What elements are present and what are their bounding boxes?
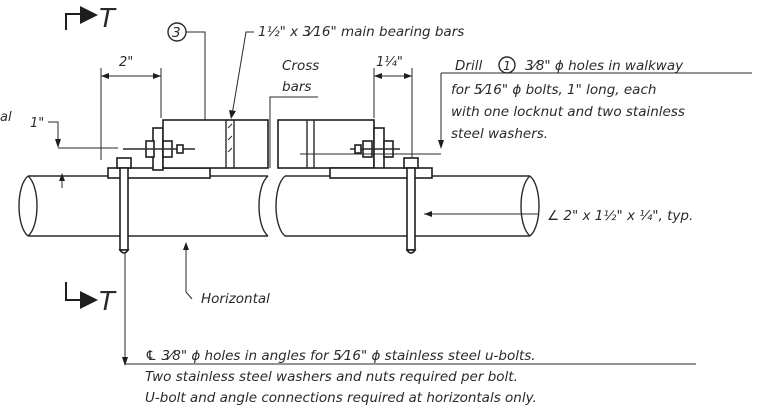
horizontal-label: Horizontal	[201, 291, 270, 307]
angle-typ-label: ∠ 2" x 1½" x ¼", typ.	[547, 208, 693, 224]
drill-note-prefix: Drill	[455, 58, 482, 74]
left-assembly	[18, 119, 269, 254]
main-bearing-bars-leader	[231, 31, 254, 116]
dim-2in-label: 2"	[119, 55, 133, 70]
drill-note-line3: with one locknut and two stainless	[451, 104, 685, 120]
drill-note-line4: steel washers.	[451, 126, 548, 142]
section-mark-bottom: T	[65, 282, 117, 317]
drill-circle-number: 1	[503, 58, 511, 73]
bottom-note-line1: ℄ 3⁄8" ϕ holes in angles for 5⁄16" ϕ sta…	[145, 348, 536, 364]
section-letter-bottom: T	[99, 287, 117, 317]
drill-note: Drill 1 3⁄8" ϕ holes in walkway for 5⁄16…	[300, 56, 752, 155]
dimension-1-25in: 1¼"	[373, 55, 413, 158]
cross-bars-label-line1: Cross	[282, 58, 319, 74]
dimension-2in: 2"	[100, 55, 162, 160]
angle-callout: ∠ 2" x 1½" x ¼", typ.	[424, 208, 693, 224]
dim-1-25in-label: 1¼"	[376, 55, 403, 70]
dimension-1in: 1" al	[0, 110, 118, 188]
drill-note-line2: for 5⁄16" ϕ bolts, 1" long, each	[451, 82, 656, 98]
bottom-note-line3: U-bolt and angle connections required at…	[145, 390, 537, 406]
horizontal-left-fragment: al	[0, 110, 12, 125]
section-letter-top: T	[99, 4, 117, 34]
cross-bars-leader	[269, 96, 318, 168]
drill-note-line1: 3⁄8" ϕ holes in walkway	[525, 58, 684, 74]
cross-bars-label-line2: bars	[282, 79, 311, 95]
dim-1in-label: 1"	[30, 116, 44, 131]
bottom-note: ℄ 3⁄8" ϕ holes in angles for 5⁄16" ϕ sta…	[122, 252, 696, 406]
right-assembly	[275, 119, 540, 254]
main-bearing-bars-label: 1½" x 3⁄16" main bearing bars	[258, 24, 464, 40]
bottom-note-line2: Two stainless steel washers and nuts req…	[145, 369, 518, 385]
leader-arrowhead	[229, 110, 236, 119]
callout-3-number: 3	[172, 25, 181, 41]
horizontal-callout: Horizontal	[183, 242, 270, 307]
section-mark-top: T	[65, 4, 117, 34]
